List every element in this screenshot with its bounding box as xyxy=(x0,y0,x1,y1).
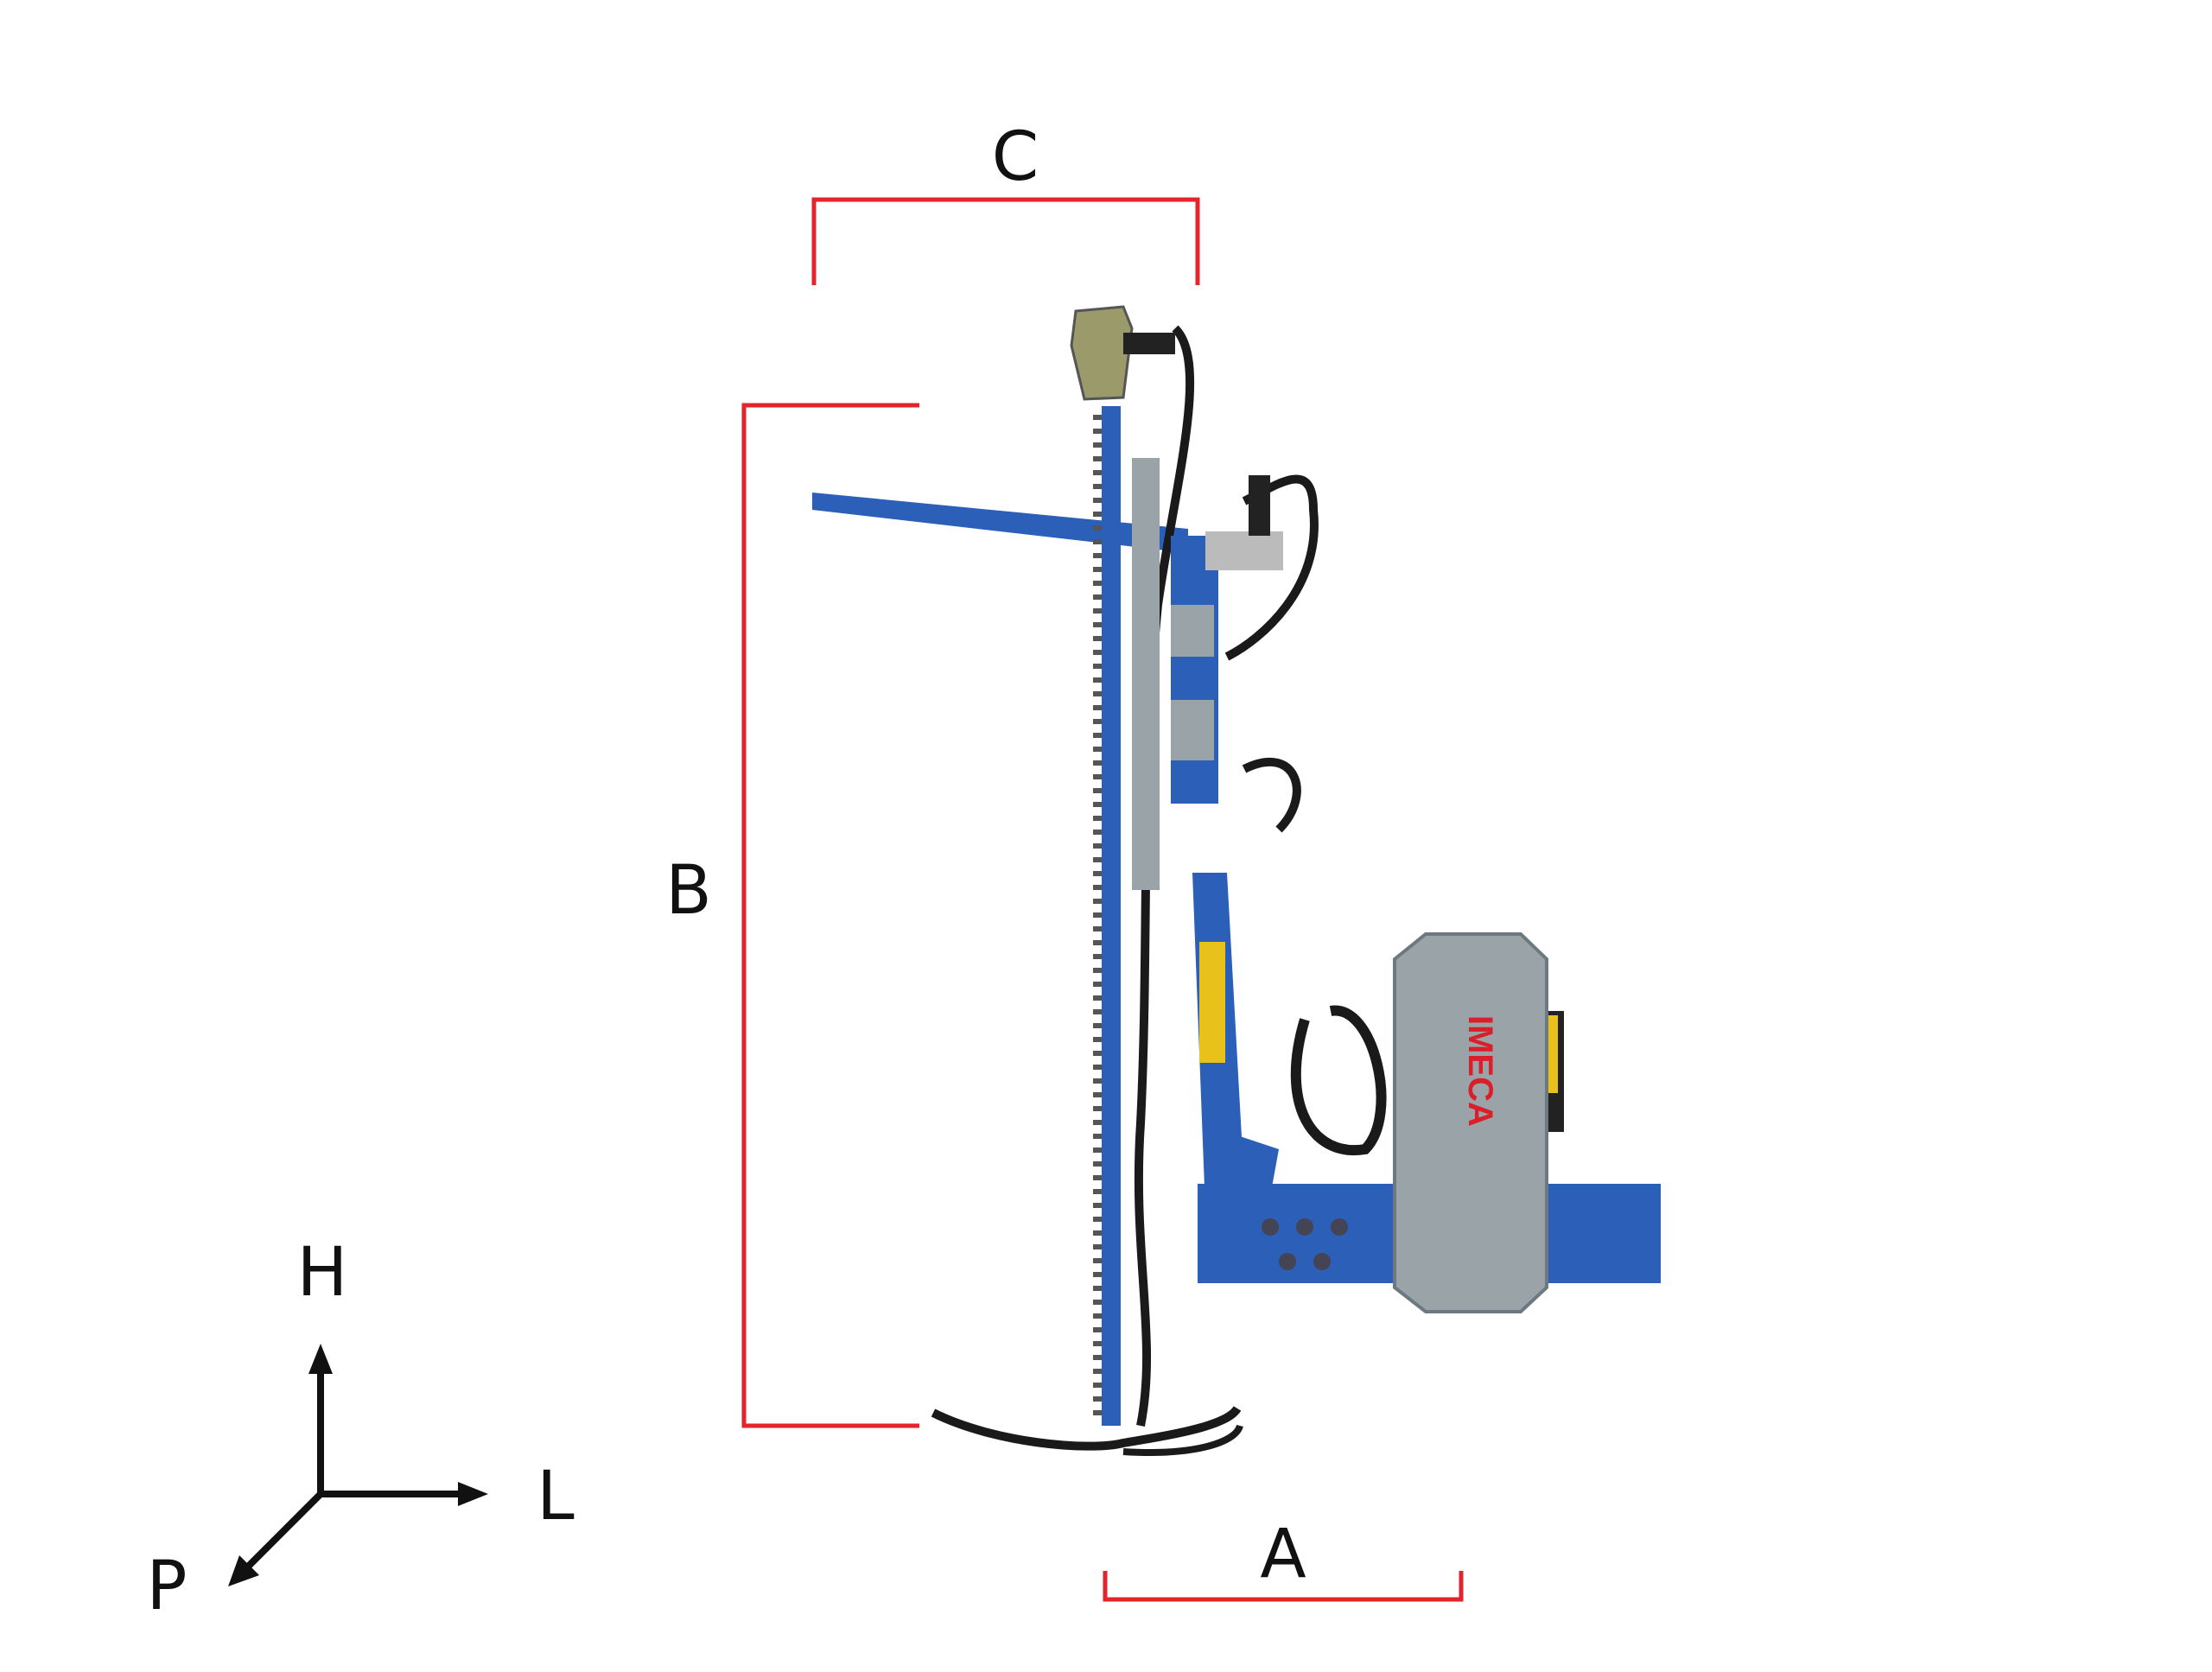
cutter-bar xyxy=(1102,406,1121,1426)
dimension-a-label: A xyxy=(1260,1516,1306,1593)
axis-h-label: H xyxy=(296,1234,348,1312)
ground-skid xyxy=(931,1405,1242,1451)
dimension-c-bracket xyxy=(811,197,1200,285)
horizontal-arm xyxy=(812,493,1188,553)
dimension-b-bracket xyxy=(741,403,919,1428)
axis-p-label: P xyxy=(146,1548,188,1625)
cutter-head xyxy=(1070,305,1134,401)
hedge-trimmer-machine: IMECA xyxy=(812,305,1661,1456)
dimension-a-bracket xyxy=(1103,1571,1464,1602)
gearbox-cover xyxy=(1393,932,1548,1313)
support-column xyxy=(1132,458,1160,890)
imeca-logo: IMECA xyxy=(1461,1015,1499,1127)
dimension-c-label: C xyxy=(991,118,1039,196)
dimension-b-label: B xyxy=(665,852,712,930)
axis-arrows xyxy=(228,1344,488,1586)
axis-l-label: L xyxy=(537,1458,575,1535)
